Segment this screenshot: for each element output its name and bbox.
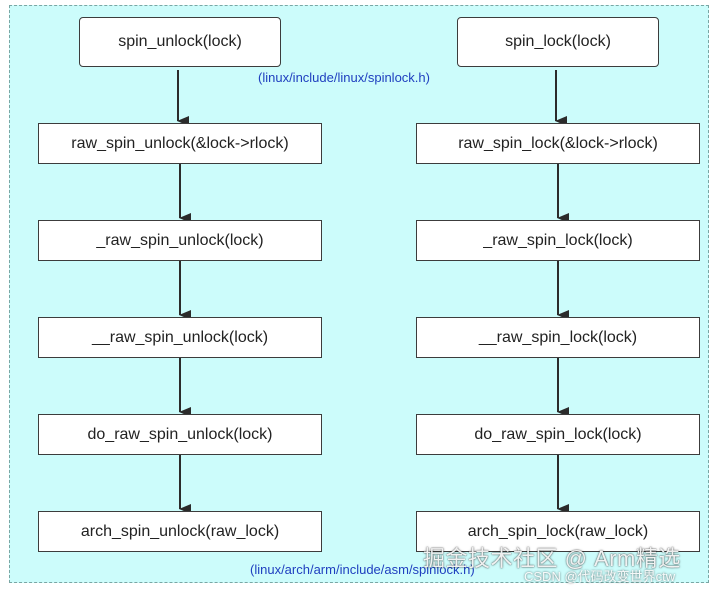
path-label-asm-spinlock-h: (linux/arch/arm/include/asm/spinlock.h) — [250, 562, 475, 577]
left-node-arch-spin-unlock: arch_spin_unlock(raw_lock) — [38, 511, 322, 552]
path-label-spinlock-h: (linux/include/linux/spinlock.h) — [258, 70, 430, 85]
right-node-double-underscore-raw-spin-lock: __raw_spin_lock(lock) — [416, 317, 700, 358]
right-node-do-raw-spin-lock: do_raw_spin_lock(lock) — [416, 414, 700, 455]
watermark-main: 掘金技术社区 @ Arm精选 — [423, 546, 681, 571]
left-node-underscore-raw-spin-unlock: _raw_spin_unlock(lock) — [38, 220, 322, 261]
diagram-panel — [9, 5, 709, 583]
left-node-raw-spin-unlock: raw_spin_unlock(&lock->rlock) — [38, 123, 322, 164]
watermark-sub: CSDN @代码改变世界ctw — [524, 569, 676, 584]
right-node-underscore-raw-spin-lock: _raw_spin_lock(lock) — [416, 220, 700, 261]
right-node-arch-spin-lock: arch_spin_lock(raw_lock) — [416, 511, 700, 552]
right-node-raw-spin-lock: raw_spin_lock(&lock->rlock) — [416, 123, 700, 164]
left-node-spin-unlock: spin_unlock(lock) — [79, 17, 281, 67]
left-node-do-raw-spin-unlock: do_raw_spin_unlock(lock) — [38, 414, 322, 455]
left-node-double-underscore-raw-spin-unlock: __raw_spin_unlock(lock) — [38, 317, 322, 358]
right-node-spin-lock: spin_lock(lock) — [457, 17, 659, 67]
